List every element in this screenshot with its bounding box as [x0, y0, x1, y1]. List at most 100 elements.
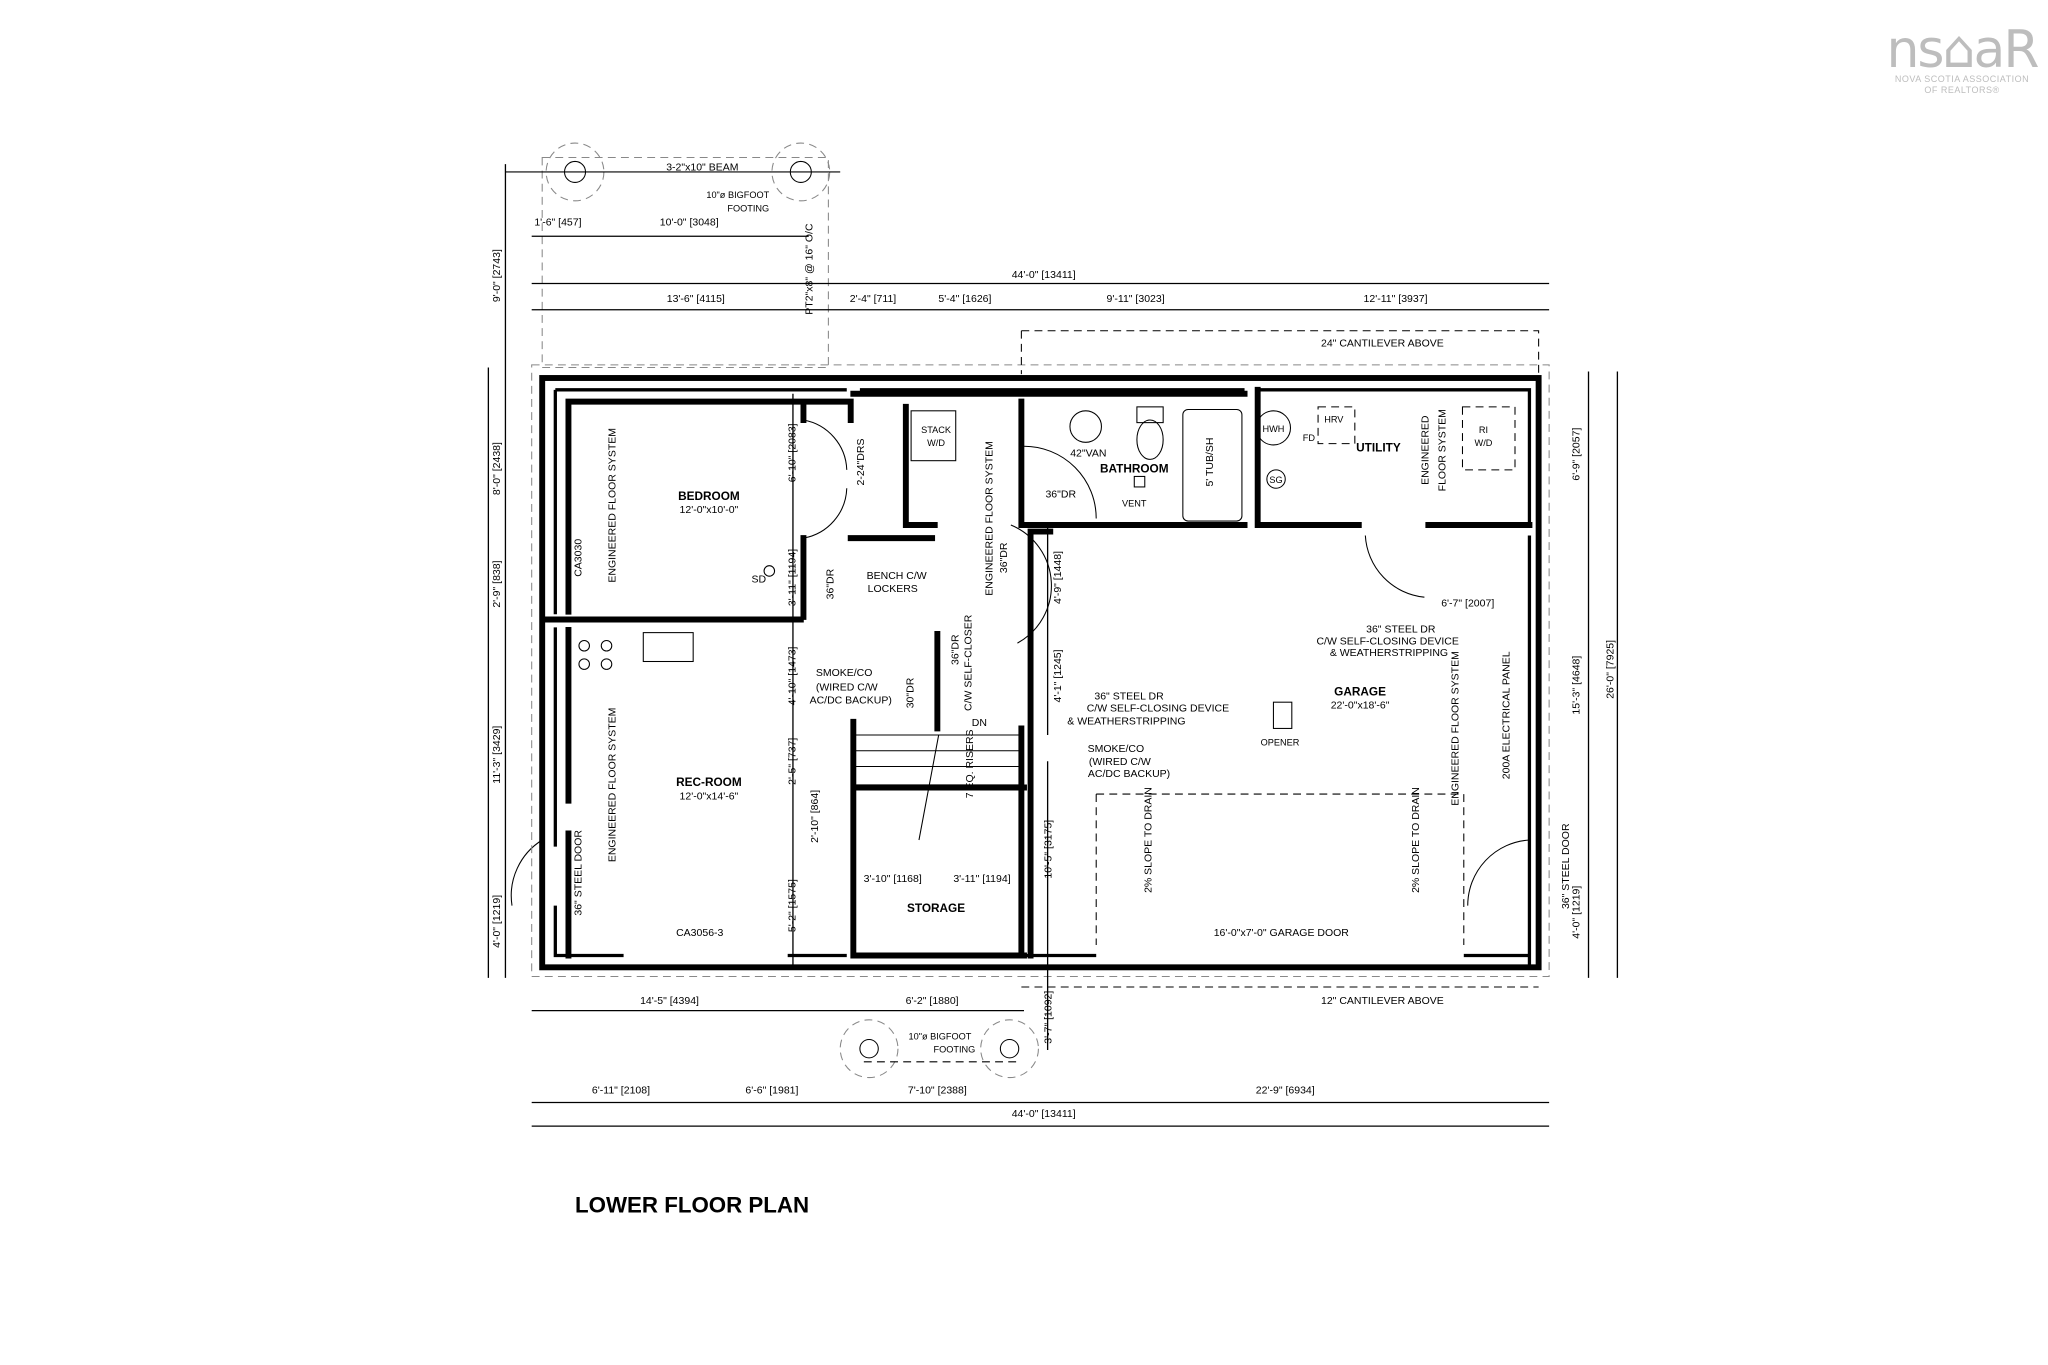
- label-dim-6-7: 6'-7" [2007]: [1441, 597, 1494, 609]
- label-dim-4-1: 4'-1" [1245]: [1052, 649, 1064, 702]
- label-dim-6-11: 6'-11" [2108]: [592, 1084, 650, 1096]
- label-pt-joists: PT2"x8" @ 16" O/C: [804, 223, 816, 315]
- label-util-door-1: 36" STEEL DR: [1366, 624, 1436, 636]
- label-dim-22-9: 22'-9" [6934]: [1256, 1084, 1315, 1096]
- label-cantilever-top: 24" CANTILEVER ABOVE: [1321, 338, 1444, 350]
- label-dim-9-0: 9'-0" [2743]: [491, 249, 503, 302]
- label-dim-10-0: 10'-0" [3048]: [660, 217, 719, 229]
- footings-and-beam: [505, 142, 1039, 1079]
- label-dim-2-9: 2'-9" [838]: [491, 560, 503, 607]
- label-sg: SG: [1269, 475, 1282, 485]
- label-dim-44-bottom: 44'-0" [13411]: [1012, 1108, 1076, 1120]
- label-bath-door: 36"DR: [1045, 488, 1076, 500]
- label-dim-44-top: 44'-0" [13411]: [1012, 269, 1076, 281]
- label-bathroom: BATHROOM: [1100, 462, 1169, 476]
- label-dim-12-11: 12'-11" [3937]: [1364, 293, 1428, 305]
- exterior-walls: [539, 375, 1542, 971]
- label-garage-door-1: 36" STEEL DR: [1094, 691, 1164, 703]
- logo-line-1: NOVA SCOTIA ASSOCIATION: [1894, 74, 2030, 84]
- label-bedroom-floor: ENGINEERED FLOOR SYSTEM: [607, 428, 619, 583]
- label-rec-room-size: 12'-0"x14'-6": [680, 790, 739, 802]
- label-dim-3-11b: 3'-11" [1194]: [953, 873, 1010, 885]
- label-footing-bot-1: 10"ø BIGFOOT: [909, 1032, 972, 1042]
- label-smoke1-1: SMOKE/CO: [816, 667, 873, 679]
- label-self-closer-2: C/W SELF-CLOSER: [962, 614, 974, 711]
- label-panel: 200A ELECTRICAL PANEL: [1501, 651, 1513, 779]
- label-garage-door-3: & WEATHERSTRIPPING: [1067, 716, 1185, 728]
- label-rec-room: REC-ROOM: [676, 775, 742, 789]
- label-smoke1-2: (WIRED C/W: [816, 681, 878, 693]
- label-beam: 3-2"x10" BEAM: [666, 162, 738, 174]
- label-slope-2: 2% SLOPE TO DRAIN: [1410, 787, 1422, 893]
- fixtures: [510, 406, 1530, 906]
- label-footing-top-2: FOOTING: [727, 203, 769, 213]
- label-garage-size: 22'-0"x18'-6": [1331, 700, 1390, 712]
- label-dim-5-4: 5'-4" [1626]: [938, 293, 991, 305]
- label-dim-2-4: 2'-4" [711]: [850, 293, 896, 305]
- label-footing-top-1: 10"ø BIGFOOT: [706, 190, 769, 200]
- label-util-door-2: C/W SELF-CLOSING DEVICE: [1316, 635, 1458, 647]
- label-dim-13-6: 13'-6" [4115]: [667, 293, 725, 305]
- label-window-ca3030: CA3030: [573, 539, 585, 577]
- logo-mark: ns⌂aR: [1886, 20, 2039, 80]
- label-dim-10-5: 10'-5" [3175]: [1043, 820, 1055, 879]
- label-dim-1-6: 1'-6" [457]: [534, 217, 581, 229]
- label-smoke2-2: (WIRED C/W: [1089, 756, 1151, 768]
- label-storage: STORAGE: [907, 901, 965, 915]
- label-vanity: 42"VAN: [1070, 448, 1106, 460]
- label-dim-6-6: 6'-6" [1981]: [745, 1084, 798, 1096]
- label-utility-floor-1: ENGINEERED: [1419, 415, 1431, 485]
- label-dim-4-9: 4'-9" [1448]: [1052, 551, 1064, 604]
- label-dim-15-3: 15'-3" [4648]: [1570, 656, 1582, 715]
- label-cantilever-bottom: 12" CANTILEVER ABOVE: [1321, 995, 1444, 1007]
- label-bench-2: LOCKERS: [868, 583, 918, 595]
- label-dim-7-10: 7'-10" [2388]: [908, 1084, 967, 1096]
- label-tub: 5' TUB/SH: [1204, 437, 1216, 486]
- label-dim-14-5: 14'-5" [4394]: [640, 995, 699, 1007]
- label-slope-1: 2% SLOPE TO DRAIN: [1142, 787, 1154, 893]
- label-dim-26-0: 26'-0" [7925]: [1604, 640, 1616, 699]
- label-dim-6-2: 6'-2" [1880]: [906, 995, 959, 1007]
- label-ri-1: RI: [1479, 425, 1488, 435]
- label-bench-1: BENCH C/W: [867, 570, 927, 582]
- label-sd: SD: [752, 574, 767, 586]
- label-footing-bot-2: FOOTING: [934, 1045, 976, 1055]
- label-window-ca3056: CA3056-3: [676, 927, 723, 939]
- label-rec-steel-door: 36" STEEL DOOR: [573, 830, 585, 916]
- label-hall-door: 36"DR: [998, 542, 1010, 573]
- plan-title: LOWER FLOOR PLAN: [575, 1193, 809, 1218]
- label-stack-2: W/D: [927, 438, 945, 448]
- interior-walls: [541, 386, 1533, 959]
- label-overhead-door: 16'-0"x7'-0" GARAGE DOOR: [1214, 927, 1350, 939]
- label-vent: VENT: [1122, 499, 1147, 509]
- label-dim-3-7: 3'-7" [1092]: [1043, 991, 1055, 1044]
- label-dim-4-10: 4'-10" [1473]: [787, 646, 799, 705]
- label-ri-2: W/D: [1475, 438, 1493, 448]
- label-stack-1: STACK: [921, 425, 952, 435]
- logo-line-2: OF REALTORS®: [1924, 85, 2000, 95]
- label-bedroom-door: 36"DR: [825, 568, 837, 599]
- label-smoke2-1: SMOKE/CO: [1088, 743, 1145, 755]
- label-self-closer-1: 36"DR: [949, 634, 961, 665]
- label-util-door-3: & WEATHERSTRIPPING: [1330, 647, 1448, 659]
- label-utility-floor-2: FLOOR SYSTEM: [1436, 409, 1448, 491]
- label-opener: OPENER: [1261, 738, 1300, 748]
- label-dim-4-0-right: 4'-0" [1219]: [1570, 886, 1582, 939]
- label-smoke1-3: AC/DC BACKUP): [810, 695, 892, 707]
- label-dim-3-11: 3'-11" [1194]: [787, 549, 799, 606]
- label-dim-4-0-left: 4'-0" [1219]: [491, 895, 503, 948]
- label-garage-steel-door: 36" STEEL DOOR: [1560, 823, 1572, 909]
- label-dim-2-10: 2'-10" [864]: [809, 790, 821, 843]
- label-door-30: 30"DR: [905, 677, 917, 708]
- label-dim-3-10: 3'-10" [1168]: [864, 873, 922, 885]
- label-garage-floor: ENGINEERED FLOOR SYSTEM: [1450, 651, 1462, 806]
- label-dn: DN: [972, 717, 987, 729]
- label-hall-floor: ENGINEERED FLOOR SYSTEM: [983, 441, 995, 596]
- nsar-logo: ns⌂aR NOVA SCOTIA ASSOCIATION OF REALTOR…: [1882, 20, 2042, 96]
- label-dim-11-3: 11'-3" [3429]: [491, 726, 503, 784]
- label-closet-doors: 2-24"DRS: [855, 439, 867, 486]
- label-fd: FD: [1303, 433, 1316, 443]
- dashed-outlines: [531, 156, 1550, 988]
- label-dim-5-2: 5'-2" [1575]: [787, 879, 799, 932]
